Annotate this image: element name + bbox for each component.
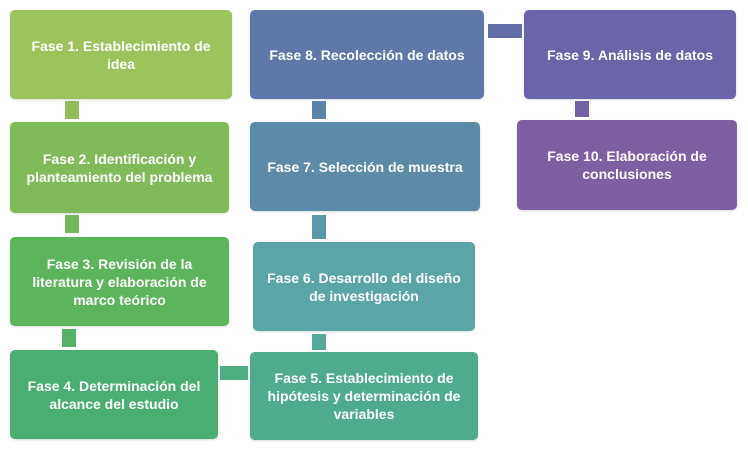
phase-6-box: Fase 6. Desarrollo del diseño de investi… xyxy=(253,242,475,331)
phase-10-label: Fase 10. Elaboración de conclusiones xyxy=(547,148,707,182)
phase-3-box: Fase 3. Revisión de la literatura y elab… xyxy=(10,237,229,326)
connector-3-4 xyxy=(62,329,76,347)
phase-1-label: Fase 1. Establecimiento de idea xyxy=(31,37,211,72)
connector-9-10 xyxy=(575,101,589,117)
phase-1-box: Fase 1. Establecimiento de idea xyxy=(10,10,232,99)
phase-4-label: Fase 4. Determinación del alcance del es… xyxy=(27,377,201,412)
connector-2-3 xyxy=(65,215,79,233)
phase-5-label: Fase 5. Establecimiento de hipótesis y d… xyxy=(267,370,461,422)
phase-6-label: Fase 6. Desarrollo del diseño de investi… xyxy=(267,269,461,304)
connector-6-7 xyxy=(312,215,326,239)
connector-4-5 xyxy=(220,366,248,380)
connector-8-9 xyxy=(488,24,522,38)
connector-1-2 xyxy=(65,101,79,119)
phase-7-label: Fase 7. Selección de muestra xyxy=(267,158,463,175)
connector-5-6 xyxy=(312,334,326,350)
phase-8-label: Fase 8. Recolección de datos xyxy=(269,46,465,63)
phase-7-box: Fase 7. Selección de muestra xyxy=(250,122,480,211)
phase-2-label: Fase 2. Identificación y planteamiento d… xyxy=(26,150,213,185)
phase-9-label: Fase 9. Análisis de datos xyxy=(547,46,713,63)
phase-8-box: Fase 8. Recolección de datos xyxy=(250,10,484,99)
connector-7-8 xyxy=(312,101,326,119)
phase-3-label: Fase 3. Revisión de la literatura y elab… xyxy=(32,255,207,308)
phase-4-box: Fase 4. Determinación del alcance del es… xyxy=(10,350,218,439)
phase-10-box: Fase 10. Elaboración de conclusiones xyxy=(517,120,737,210)
phase-5-box: Fase 5. Establecimiento de hipótesis y d… xyxy=(250,352,478,440)
phase-2-box: Fase 2. Identificación y planteamiento d… xyxy=(10,122,229,213)
phase-9-box: Fase 9. Análisis de datos xyxy=(524,10,736,99)
